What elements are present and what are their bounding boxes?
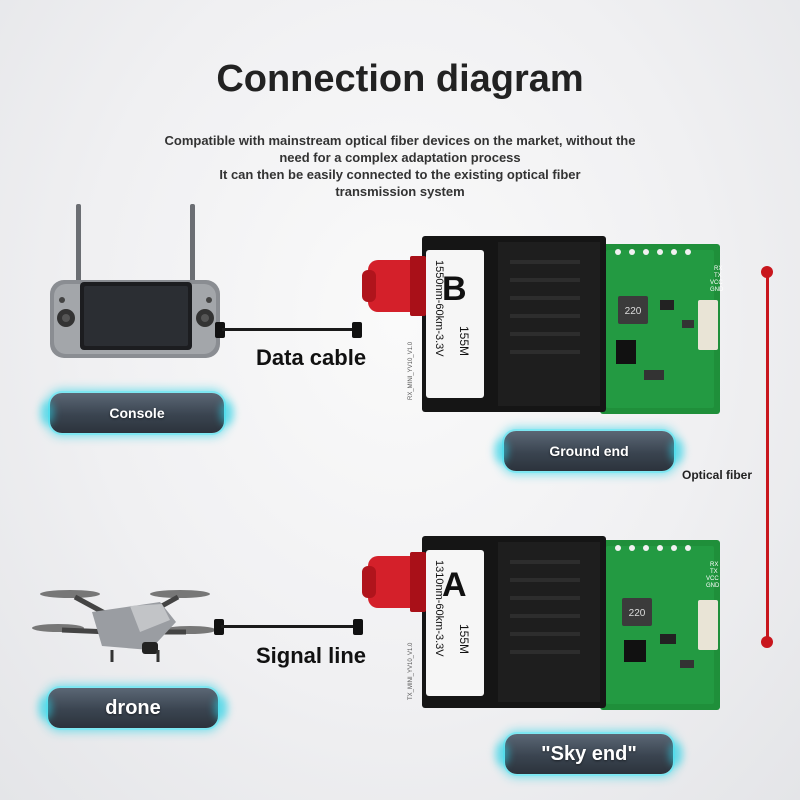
board-text: RX_MINI_YV10_V1.0 [408, 341, 414, 400]
propeller [40, 590, 100, 598]
console-badge: Console [50, 393, 224, 433]
signal-line-plug-right [353, 619, 363, 635]
module-rate: 155M [457, 326, 471, 356]
joystick-right-cap [201, 314, 209, 322]
inductor-chip-label: 220 [625, 306, 642, 317]
sky-module-illustration: 220 RX TX VCC GND A 1310nm-60km-3.3V 155… [362, 536, 720, 710]
data-cable-line [222, 328, 358, 331]
ic-chip [660, 634, 676, 644]
drone-top-shell [130, 604, 170, 632]
housing-slots [510, 260, 580, 354]
subtitle-line: It can then be easily connected to the e… [219, 167, 581, 182]
smd-part [682, 320, 694, 328]
fiber-connector-collar [410, 256, 426, 316]
ic-chip [660, 300, 674, 310]
signal-line-plug-left [214, 619, 224, 635]
page-title: Connection diagram [216, 58, 584, 100]
console-screen [84, 286, 188, 346]
pin-label: TX [710, 569, 718, 575]
propeller [150, 590, 210, 598]
signal-line-cable [221, 625, 359, 628]
smd-part [680, 660, 694, 668]
ground-module-illustration: 220 RX TX VCC GND B 1550nm-60km-3.3V 155… [362, 236, 724, 414]
housing-slots [510, 560, 580, 654]
housing-top [498, 542, 600, 702]
pin-label: GND [706, 583, 720, 589]
data-cable-plug-right [352, 322, 362, 338]
pin-label: GND [710, 287, 724, 293]
inductor-chip [618, 296, 648, 324]
optical-fiber-label: Optical fiber [682, 468, 753, 482]
pcb-holes [615, 545, 691, 551]
ic-chip [624, 640, 646, 662]
pin-label: RX [714, 266, 722, 272]
subtitle-line: need for a complex adaptation process [279, 150, 521, 165]
pcb-surface [606, 250, 714, 408]
pcb-surface [606, 546, 714, 704]
module-spec: 1310nm-60km-3.3V [433, 560, 445, 657]
subtitle-line: Compatible with mainstream optical fiber… [164, 133, 636, 148]
module-label-sticker [426, 250, 484, 398]
fiber-end-bottom [761, 636, 773, 648]
fiber-connector-tip [362, 270, 376, 302]
drone-camera [142, 642, 158, 654]
inductor-chip-label: 220 [629, 608, 646, 619]
signal-line-label: Signal line [256, 643, 367, 668]
console-button [206, 297, 212, 303]
module-letter: B [442, 270, 467, 308]
optical-fiber-line [766, 272, 769, 642]
inductor-chip [622, 598, 652, 626]
drone-badge: drone [48, 688, 218, 728]
pin-header [698, 600, 718, 650]
ground-end-badge: Ground end [504, 431, 674, 471]
subtitle-line: transmission system [335, 184, 465, 199]
antenna-right [190, 204, 195, 284]
drone-illustration [32, 590, 216, 662]
module-label-sticker [426, 550, 484, 696]
joystick-left-cap [62, 314, 70, 322]
pcb-holes [615, 249, 691, 255]
sky-end-badge: "Sky end" [505, 734, 673, 774]
pin-label: TX [714, 273, 722, 279]
module-letter: A [442, 566, 467, 604]
pin-header [698, 300, 718, 350]
board-text: TX_MINI_YV10_V1.0 [408, 642, 414, 700]
data-cable-plug-left [215, 322, 225, 338]
console-button [59, 297, 65, 303]
pin-label: RX [710, 562, 718, 568]
fiber-connector-collar [410, 552, 426, 612]
smd-part [644, 370, 664, 380]
data-cable-label: Data cable [256, 345, 367, 370]
fiber-connector-tip [362, 566, 376, 598]
pin-label: VCC [710, 280, 723, 286]
antenna-left [76, 204, 81, 284]
module-spec: 1550nm-60km-3.3V [433, 260, 445, 357]
subtitle: Compatible with mainstream optical fiber… [130, 132, 670, 200]
module-rate: 155M [457, 624, 471, 654]
ic-chip [616, 340, 636, 364]
housing-top [498, 242, 600, 406]
console-illustration [50, 204, 220, 358]
pin-label: VCC [706, 576, 719, 582]
